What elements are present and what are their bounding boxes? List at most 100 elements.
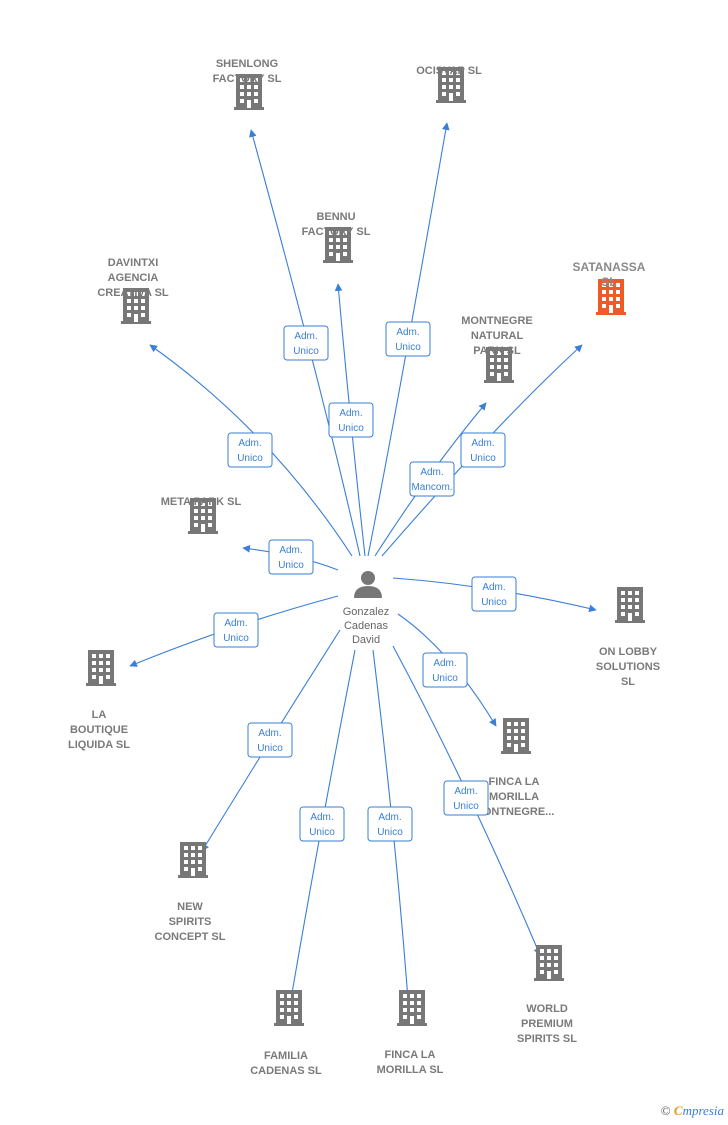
company-node-fincamorilla[interactable]: FINCA LA MORILLA SL [377, 990, 444, 1076]
role-badge-familia: Adm.Unico [299, 806, 345, 842]
company-name-line: DAVINTXI [108, 257, 159, 269]
role-badge-bennu: Adm. Unico [328, 402, 374, 438]
badge-box [328, 402, 374, 438]
company-name-line: SATANASSA [573, 260, 646, 274]
company-name-line: SPIRITS [169, 916, 212, 928]
copyright-symbol: © [660, 1103, 671, 1118]
role-badge-satanassa: Adm. Unico [460, 432, 506, 468]
building-icon [178, 842, 208, 878]
badge-box [268, 539, 314, 575]
badge-box [227, 432, 273, 468]
brand-initial: C [673, 1103, 683, 1118]
company-node-onlobby[interactable]: ON LOBBY SOLUTIONS SL [596, 587, 660, 688]
company-name-line: META PARK SL [161, 496, 242, 508]
badge-box [460, 432, 506, 468]
building-icon [86, 650, 116, 686]
company-name-line: WORLD [526, 1003, 568, 1015]
person-icon [354, 571, 382, 598]
company-node-fincamont[interactable]: FINCA LAMORILLAMONTNEGRE... [474, 718, 555, 818]
role-badge-davintxi: Adm. Unico [227, 432, 273, 468]
company-node-newspirits[interactable]: NEW SPIRITS CONCEPT SL [155, 842, 226, 943]
badge-text: Adm. [482, 582, 505, 593]
badge-text: Adm. [378, 812, 401, 823]
center-person[interactable]: Gonzalez Cadenas David [343, 571, 389, 646]
badge-text: Unico [293, 346, 319, 357]
badge-text: Unico [223, 633, 249, 644]
role-badge-metapark: Adm.Unico [268, 539, 314, 575]
badge-box [471, 576, 517, 612]
company-name-line: SOLUTIONS [596, 661, 660, 673]
company-name-line: BENNU [316, 211, 355, 223]
company-node-boutique[interactable]: LA BOUTIQUE LIQUIDA SL [68, 650, 130, 751]
company-name-line: ON LOBBY [599, 646, 658, 658]
badge-box [283, 325, 329, 361]
badge-text: Adm. [454, 786, 477, 797]
company-name-line: MONTNEGRE... [474, 806, 555, 818]
badge-text: Unico [338, 423, 364, 434]
role-badge-newspirits: Adm.Unico [247, 722, 293, 758]
badge-text: Mancom. [411, 482, 452, 493]
badge-text: Unico [257, 743, 283, 754]
company-name-line: FAMILIA [264, 1050, 308, 1062]
badge-text: Adm. [339, 408, 362, 419]
badge-box [247, 722, 293, 758]
company-name-line: AGENCIA [108, 272, 159, 284]
company-name-line: MORILLA SL [377, 1064, 444, 1076]
company-node-davintxi[interactable]: DAVINTXI AGENCIA CREATIVA SL [97, 257, 169, 324]
building-icon [397, 990, 427, 1026]
person-name-line-3: David [352, 634, 380, 646]
badge-text: Adm. [471, 438, 494, 449]
role-badge-fincamorilla: Adm.Unico [367, 806, 413, 842]
badge-box [367, 806, 413, 842]
company-name-line: CREATIVA SL [97, 287, 169, 299]
company-name-line: CADENAS SL [250, 1065, 322, 1077]
edge-shenlong [249, 129, 361, 557]
building-icon [534, 945, 564, 981]
company-node-metapark[interactable]: META PARK SL [161, 496, 242, 534]
badge-text: Unico [395, 342, 421, 353]
company-node-ocisvap[interactable]: OCISVAP SL [416, 65, 482, 103]
company-name-line: SL [621, 676, 635, 688]
badge-text: Adm. [279, 545, 302, 556]
company-name-line: FACTORY SL [213, 73, 282, 85]
badge-box [443, 780, 489, 816]
company-name-line: BOUTIQUE [70, 724, 128, 736]
company-name-line: LA [92, 709, 107, 721]
edge-ocisvap [367, 122, 450, 557]
badge-text: Unico [432, 673, 458, 684]
nodes-layer: SHENLONG FACTORY SL OCISVAP SL BENNUFACTORY… [68, 58, 660, 1077]
footer-brand: © Cmpresia [661, 1103, 724, 1119]
company-name-line: SL [601, 275, 616, 289]
company-name-line: LIQUIDA SL [68, 739, 130, 751]
company-name-line: NEW [177, 901, 203, 913]
badge-text: Adm. [294, 331, 317, 342]
role-badge-shenlong: Adm. Unico [283, 325, 329, 361]
company-node-shenlong[interactable]: SHENLONG FACTORY SL [213, 58, 282, 110]
badge-box [385, 321, 431, 357]
company-node-familia[interactable]: FAMILIA CADENAS SL [250, 990, 322, 1077]
badge-text: Adm. [238, 438, 261, 449]
company-name-line: MORILLA [489, 791, 539, 803]
badge-text: Adm. [310, 812, 333, 823]
company-name-line: SHENLONG [216, 58, 278, 70]
company-name-line: FINCA LA [385, 1049, 436, 1061]
badge-text: Unico [237, 453, 263, 464]
role-badges-layer: Adm.UnicoAdm.UnicoAdm.UnicoAdm.UnicoAdm.… [213, 321, 517, 842]
badge-text: Adm. [420, 467, 443, 478]
badge-text: Unico [481, 597, 507, 608]
role-badge-worldpremium: Adm.Unico [443, 780, 489, 816]
building-icon [274, 990, 304, 1026]
company-name-line: CONCEPT SL [155, 931, 226, 943]
building-icon [615, 587, 645, 623]
company-name-line: OCISVAP SL [416, 65, 482, 77]
badge-text: Unico [470, 453, 496, 464]
person-name-line-2: Cadenas [344, 620, 389, 632]
badge-text: Adm. [396, 327, 419, 338]
company-name-line: SPIRITS SL [517, 1033, 577, 1045]
role-badge-boutique: Adm.Unico [213, 612, 259, 648]
